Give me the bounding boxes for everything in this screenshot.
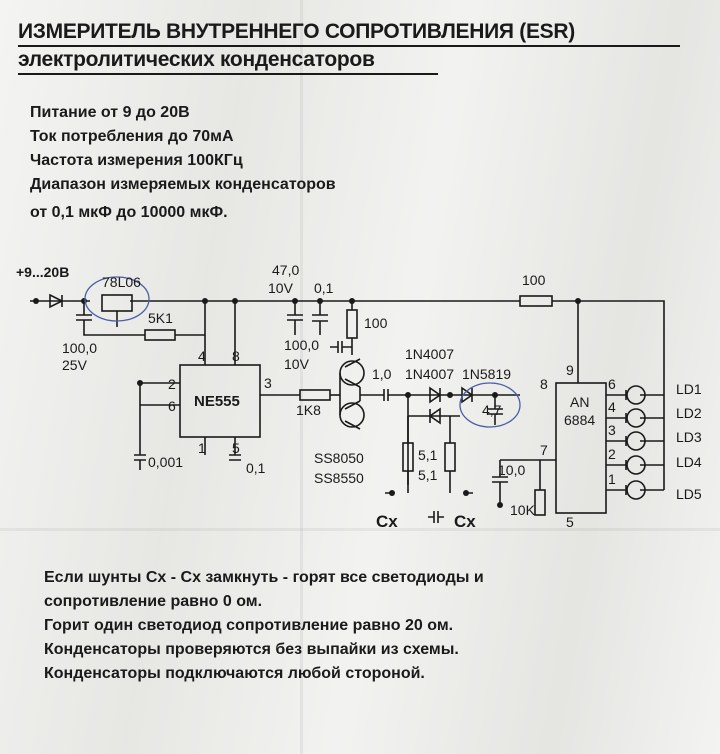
label-r-51a: 5,1: [418, 447, 438, 463]
label-ic-pin: 7: [540, 442, 548, 458]
label-ic-pin: 4: [608, 399, 616, 415]
circuit-schematic: +9...20В 78L06 100,0 25V 5K1 47,0 10V 0,…: [16, 262, 702, 531]
label-c-01-top: 0,1: [314, 280, 334, 296]
label-c-in-v: 25V: [62, 357, 88, 373]
label-cx-right: Cx: [454, 512, 476, 531]
label-r-5k1: 5K1: [148, 310, 173, 326]
paper-fold: [0, 528, 720, 531]
spec-line: Ток потребления до 70мА: [30, 128, 234, 145]
label-pin: 5: [232, 440, 240, 456]
label-pin: 3: [264, 375, 272, 391]
label-pin: 6: [168, 398, 176, 414]
label-d1: 1N4007: [405, 346, 454, 362]
label-r-100-h: 100: [522, 272, 546, 288]
note-line: Конденсаторы подключаются любой стороной…: [44, 665, 425, 682]
label-ic-pin: 2: [608, 446, 616, 462]
label-c-47-v: 10V: [268, 280, 294, 296]
label-c-47: 47,0: [272, 262, 299, 278]
spec-line: Питание от 9 до 20В: [30, 104, 190, 121]
label-c-01-bot: 0,1: [246, 460, 266, 476]
label-led: LD4: [676, 454, 702, 470]
label-c-10: 1,0: [372, 366, 392, 382]
label-d3: 1N5819: [462, 366, 511, 382]
title-underline: [18, 45, 680, 47]
label-c-100: 100,0: [284, 337, 319, 353]
label-r-51b: 5,1: [418, 467, 438, 483]
subtitle-underline: [18, 73, 438, 75]
label-pin: 4: [198, 348, 206, 364]
label-ic-num: 6884: [564, 412, 595, 428]
label-ic-pin: 3: [608, 422, 616, 438]
label-ic-pin: 9: [566, 362, 574, 378]
label-r-10k: 10K: [510, 502, 536, 518]
label-cx-left: Cx: [376, 512, 398, 531]
label-ic-pin: 6: [608, 376, 616, 392]
label-led: LD3: [676, 429, 702, 445]
label-ic-pin: 1: [608, 471, 616, 487]
label-c-001: 0,001: [148, 454, 183, 470]
label-supply: +9...20В: [16, 264, 69, 280]
spec-line: Диапазон измеряемых конденсаторов: [30, 176, 336, 193]
page-title: ИЗМЕРИТЕЛЬ ВНУТРЕННЕГО СОПРОТИВЛЕНИЯ (ES…: [18, 20, 575, 43]
paper-fold: [300, 0, 303, 754]
label-timer: NE555: [194, 393, 240, 410]
note-line: Если шунты Cx - Cx замкнуть - горят все …: [44, 569, 484, 586]
label-pin: 1: [198, 440, 206, 456]
label-d2: 1N4007: [405, 366, 454, 382]
note-line: Конденсаторы проверяются без выпайки из …: [44, 641, 459, 658]
label-pin: 2: [168, 376, 176, 392]
label-led: LD2: [676, 405, 702, 421]
label-q1: SS8050: [314, 450, 364, 466]
label-c-47b: 4,7: [482, 402, 502, 418]
label-r-1k8: 1K8: [296, 402, 321, 418]
label-pin: 8: [232, 348, 240, 364]
label-ic-pin: 5: [566, 514, 574, 530]
label-ic-pin: 8: [540, 376, 548, 392]
label-c-in: 100,0: [62, 340, 97, 356]
label-c-100b: 10,0: [498, 462, 525, 478]
label-led: LD1: [676, 381, 702, 397]
spec-line: от 0,1 мкФ до 10000 мкФ.: [30, 204, 228, 221]
label-q2: SS8550: [314, 470, 364, 486]
note-line: Горит один светодиод сопротивление равно…: [44, 617, 454, 634]
spec-line: Частота измерения 100КГц: [30, 152, 243, 169]
note-line: сопротивление равно 0 ом.: [44, 593, 263, 610]
page-subtitle: электролитических конденсаторов: [18, 48, 375, 71]
label-r-100-v: 100: [364, 315, 388, 331]
label-regulator: 78L06: [102, 274, 141, 290]
label-led: LD5: [676, 486, 702, 502]
label-c-100-v: 10V: [284, 356, 310, 372]
label-ic: AN: [570, 394, 589, 410]
